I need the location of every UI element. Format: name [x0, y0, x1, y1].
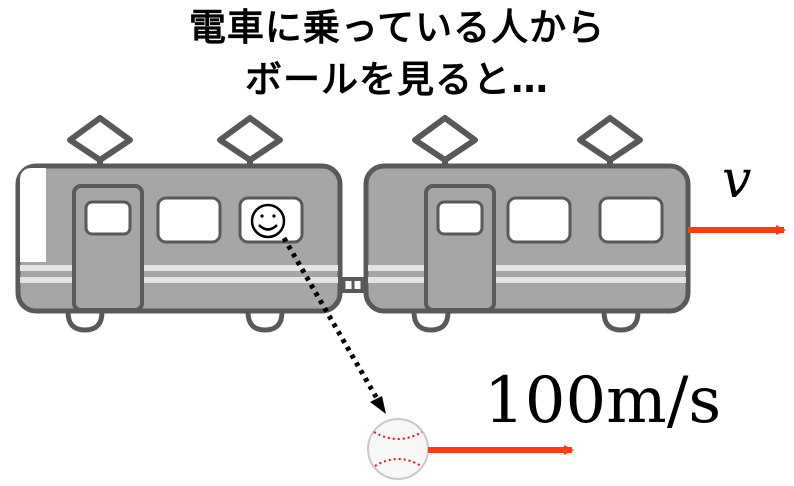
pantograph-2	[217, 115, 283, 163]
ball-speed-label: 100m/s	[484, 364, 722, 438]
pantograph-1	[67, 115, 133, 163]
window-car-2-a	[506, 196, 572, 244]
diagram-title-line-2: ボールを見ると…	[245, 58, 549, 101]
wheels-car-1	[65, 311, 285, 333]
train-velocity-label: v	[722, 150, 752, 210]
smiley-face-icon	[250, 203, 286, 239]
door-window-car-2	[436, 200, 484, 236]
line-of-sight-arrow	[281, 236, 386, 414]
train-car-2	[363, 163, 691, 314]
train-car-1	[15, 163, 343, 314]
wheels-car-2	[411, 311, 641, 333]
diagram-title-line-1: 電車に乗っている人から	[188, 6, 606, 49]
pantograph-3	[412, 115, 478, 163]
window-car-1-a	[156, 196, 222, 244]
pantograph-4	[577, 115, 643, 163]
window-car-2-b	[598, 196, 664, 244]
baseball-icon	[367, 418, 429, 480]
pantographs	[67, 115, 643, 168]
door-window-car-1	[84, 200, 132, 236]
